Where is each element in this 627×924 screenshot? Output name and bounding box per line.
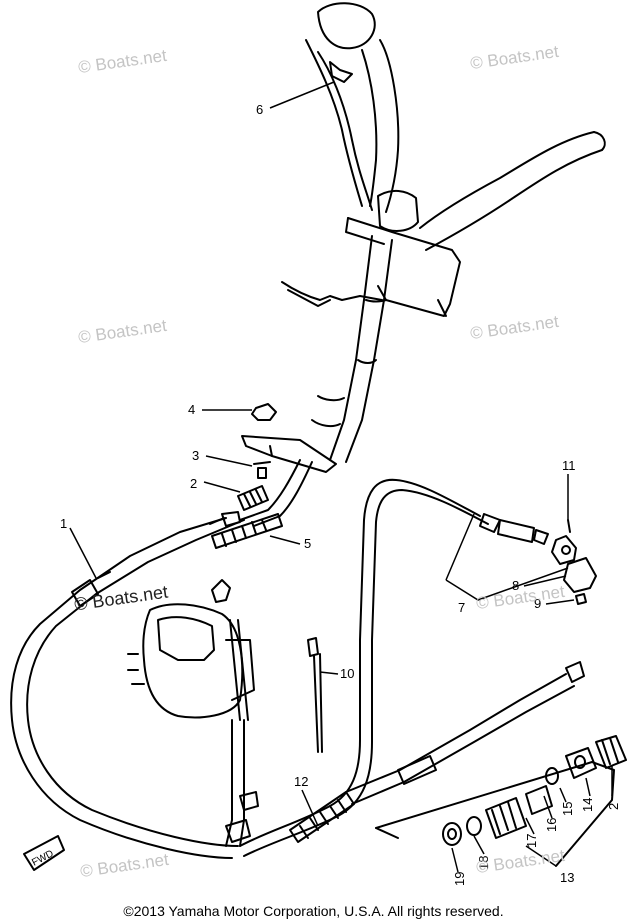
callout-7: 7 (458, 600, 465, 615)
leader-16 (543, 795, 553, 819)
fwd-label: FWD (30, 848, 55, 868)
shift-cable (239, 478, 549, 857)
callout-9: 9 (534, 596, 541, 611)
callout-5: 5 (304, 536, 311, 551)
bolt-part-9 (575, 593, 587, 605)
leader-10 (319, 671, 339, 675)
leader-7 (445, 513, 569, 601)
leader-15 (559, 787, 567, 803)
callout-4: 4 (188, 402, 195, 417)
cable-sleeve-5 (211, 513, 283, 549)
callout-11: 11 (562, 458, 576, 473)
callout-3: 3 (192, 448, 199, 463)
callout-2: 2 (190, 476, 197, 491)
kit-frame-part-13 (375, 761, 615, 867)
leader-17 (525, 817, 535, 835)
carburetor-assembly (127, 579, 255, 721)
leader-2 (203, 481, 241, 493)
callout-16: 16 (544, 818, 559, 832)
inner-cable (345, 661, 585, 805)
screw-part-3 (253, 461, 271, 479)
cable-end-fitting (71, 571, 111, 607)
cable-bracket (241, 435, 337, 473)
leader-5 (269, 535, 301, 545)
copyright-notice: ©2013 Yamaha Motor Corporation, U.S.A. A… (123, 903, 504, 919)
callout-2-right: 2 (606, 803, 621, 810)
carb-cables (225, 719, 259, 847)
cable-sleeve-12 (289, 791, 355, 843)
leader-18 (473, 835, 485, 855)
callout-18: 18 (476, 856, 491, 870)
cable-tie-part-10 (307, 637, 323, 753)
callout-1: 1 (60, 516, 67, 531)
callout-10: 10 (340, 666, 354, 681)
callout-8: 8 (512, 578, 519, 593)
leader-13 (525, 845, 557, 867)
callout-13: 13 (560, 870, 574, 885)
leader-9 (545, 599, 575, 605)
throttle-cable (10, 459, 313, 859)
leader-6 (269, 81, 335, 109)
leader-14 (585, 777, 591, 797)
callout-14: 14 (580, 798, 595, 812)
leader-3 (205, 455, 253, 467)
leader-8 (523, 575, 567, 587)
leader-19 (451, 847, 459, 873)
nut-part-4 (251, 403, 277, 421)
tiller-handle (281, 2, 606, 463)
callout-15: 15 (560, 802, 575, 816)
fwd-arrow-icon (23, 835, 65, 871)
leader-1 (69, 527, 97, 579)
spring-part-2 (237, 485, 269, 511)
callout-17: 17 (524, 834, 539, 848)
callout-6: 6 (256, 102, 263, 117)
bracket-part-11 (551, 519, 577, 565)
callout-19: 19 (452, 872, 467, 886)
kit-parts (442, 735, 627, 846)
clip-part-8 (563, 557, 597, 593)
leader-12 (301, 789, 319, 827)
callout-12: 12 (294, 774, 308, 789)
